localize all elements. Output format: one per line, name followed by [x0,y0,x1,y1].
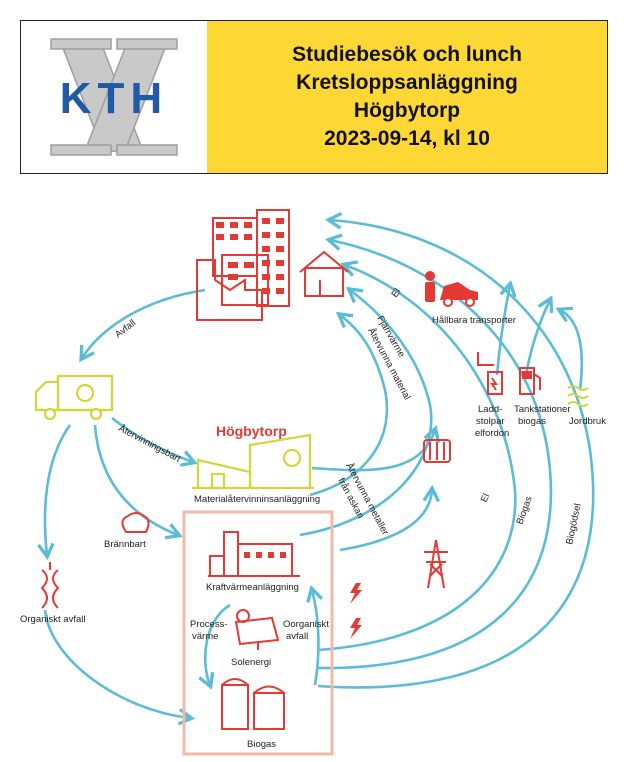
label-jordbruk: Jordbruk [569,416,606,427]
apple-core-icon [40,562,60,609]
label-tankstationer-1: Tankstationer [514,404,571,415]
kth-logo: KTH [21,21,207,173]
farm-waves-icon [567,385,589,407]
label-kraftvarme: Kraftvärmeanläggning [206,582,299,593]
label-oorganiskt-2: avfall [286,631,308,642]
label-laddstolpar-1: Ladd- [478,404,502,415]
biogas-plant-icon [221,678,285,730]
truck-icon [34,374,114,421]
lightning-icons [350,583,362,639]
label-biogas-arrow: Biogas [514,495,534,526]
label-el-mid: El [479,492,493,504]
label-laddstolpar-2: stolpar [476,416,505,427]
label-processvarme-1: Process- [190,619,227,630]
hogbytorp-title: Högbytorp [216,423,287,439]
hogbytorp-site-box [182,510,334,756]
label-brannbart: Brännbart [104,539,146,550]
car-icon [425,271,478,307]
label-organiskt-avfall: Organiskt avfall [20,614,85,625]
solar-panel-icon [234,609,280,650]
label-biogas-plant: Biogas [247,739,276,750]
circular-economy-diagram: Hållbara transporter Ladd- stolpar elfor… [20,209,606,756]
label-materialatervinning: Materialåtervinninsanläggning [194,494,320,505]
label-solenergi: Solenergi [231,657,271,668]
charging-station-icon [477,352,503,395]
label-tankstationer-2: biogas [518,416,546,427]
power-plant-icon [208,531,300,577]
radiator-icon [423,439,451,463]
label-processvarme-2: värme [192,631,218,642]
label-laddstolpar-3: elfordon [475,428,509,439]
label-oorganiskt-1: Oorganiskt [283,619,329,630]
label-hallbara-transporter: Hållbara transporter [432,315,516,326]
waste-bag-icon [121,512,150,533]
label-biogodsel: Biogödsel [564,503,583,546]
header-banner: KTH Studiebesök och lunch Kretsloppsanlä… [20,20,608,174]
title-line-4: 2023-09-14, kl 10 [324,127,490,150]
title-block: Studiebesök och lunch Kretsloppsanläggni… [207,21,607,173]
title-line-3: Högbytorp [353,99,461,122]
power-pylon-icon [424,539,448,589]
fuel-station-icon [519,367,541,395]
recycling-plant-icon [192,433,314,490]
kth-logo-text: KTH [60,74,168,123]
label-atervinningsbart: Återvinningsbart [117,423,183,465]
title-line-1: Studiebesök och lunch [292,43,522,66]
title-line-2: Kretsloppsanläggning [296,71,518,94]
label-avfall: Avfall [113,317,138,340]
